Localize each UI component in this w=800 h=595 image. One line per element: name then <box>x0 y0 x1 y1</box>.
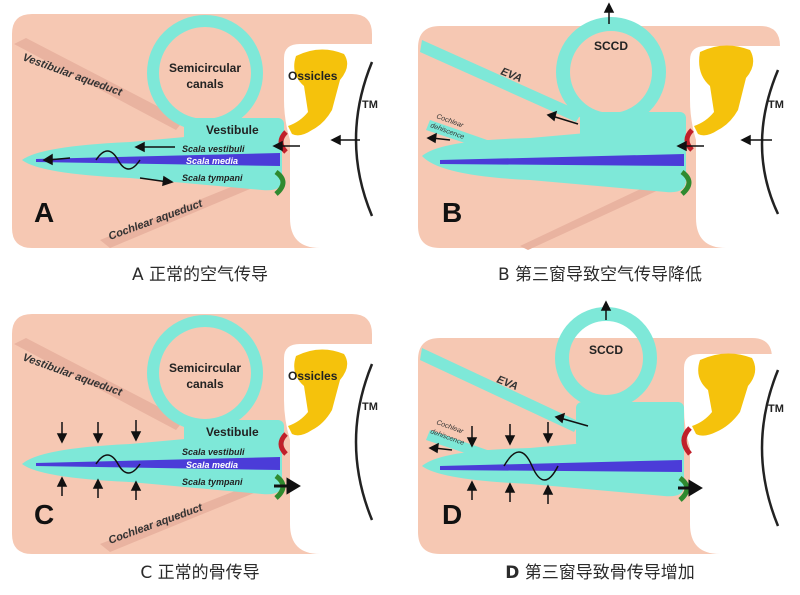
vestibule-block <box>184 420 284 448</box>
ring-label-line-1: Semicircular <box>169 361 241 375</box>
round-window <box>274 169 286 196</box>
sine-wave <box>95 150 141 170</box>
tm-label: TM <box>362 99 378 111</box>
sine-wave <box>95 454 141 474</box>
panel-caption: A 正常的空气传导 <box>0 260 400 285</box>
scala-media-band <box>36 457 280 470</box>
round-window <box>680 169 692 196</box>
ossicles-shape <box>692 353 756 436</box>
round-window-arrow <box>274 477 301 495</box>
vestibular-aqueduct-band <box>14 338 184 430</box>
panel-d: SCCD EVA Cochlear dehiscence TM D D 第三窗导… <box>400 298 800 595</box>
tm-label: TM <box>362 401 378 413</box>
caption-text: 第三窗导致空气传导降低 <box>509 265 703 285</box>
panel-a: Vestibular aqueduct Cochlear aqueduct Se… <box>0 0 400 297</box>
ossicles-label: Ossicles <box>288 69 338 83</box>
flow-arrows <box>428 300 612 454</box>
scala-media-label: Scala media <box>186 460 238 470</box>
cochlear-aqueduct-band <box>100 172 276 248</box>
caption-letter: D <box>505 563 520 583</box>
tympanic-membrane <box>760 369 780 527</box>
sccd-label: SCCD <box>594 39 628 53</box>
vestibule-label: Vestibule <box>206 425 259 439</box>
panel-d-diagram: SCCD EVA Cochlear dehiscence TM D <box>418 300 784 554</box>
scala-media-label: Scala media <box>186 156 238 166</box>
vestibule-label: Vestibule <box>206 123 259 137</box>
panel-letter: B <box>442 197 462 228</box>
scala-media-band <box>440 154 684 166</box>
panel-c-diagram: Vestibular aqueduct Cochlear aqueduct Se… <box>12 314 378 554</box>
round-window-arrow <box>678 479 703 497</box>
vestibule-block <box>576 402 684 448</box>
tympanic-membrane <box>760 69 780 215</box>
vestibule-block <box>184 118 284 146</box>
oval-window <box>684 128 694 152</box>
arrow-eva <box>559 417 589 427</box>
panel-c: Vestibular aqueduct Cochlear aqueduct Se… <box>0 298 400 595</box>
panel-letter: C <box>34 499 54 530</box>
scala-tympani-label: Scala tympani <box>182 173 243 183</box>
flow-arrows <box>42 134 360 187</box>
bone-conduction-arrows <box>466 422 554 504</box>
panel-b: SCCD EVA Cochlear dehiscence TM B B 第三窗导… <box>400 0 800 297</box>
caption-letter: C <box>140 563 153 583</box>
ossicles-shape <box>288 49 348 136</box>
ossicles-shape <box>694 45 754 136</box>
eva-band <box>420 40 582 122</box>
panel-letter: A <box>34 197 54 228</box>
sccd-label: SCCD <box>589 343 623 357</box>
scala-tympani-label: Scala tympani <box>182 477 243 487</box>
ossicles-shape <box>288 349 348 436</box>
scala-vestibuli-label: Scala vestibuli <box>182 144 245 154</box>
caption-text: 正常的骨传导 <box>152 563 260 583</box>
scala-vestibuli-label: Scala vestibuli <box>182 447 245 457</box>
ossicles-label: Ossicles <box>288 369 338 383</box>
ring-label-line-1: Semicircular <box>169 61 241 75</box>
ring-label-line-2: canals <box>186 77 224 91</box>
panel-letter: D <box>442 499 462 530</box>
tm-label: TM <box>768 403 784 415</box>
sine-wave <box>503 451 559 481</box>
middle-ear-cutout <box>684 354 772 554</box>
scala-media-band <box>36 153 280 166</box>
flow-arrows <box>426 2 772 152</box>
tm-label: TM <box>768 99 784 111</box>
oval-window <box>681 426 692 456</box>
bone-conduction-arrows <box>56 420 142 500</box>
caption-text: 正常的空气传导 <box>143 265 269 285</box>
tympanic-membrane <box>354 363 374 521</box>
cochlear-aq-band <box>520 176 676 250</box>
panel-b-diagram: SCCD EVA Cochlear dehiscence TM B <box>418 2 784 250</box>
arrow-eva <box>551 115 579 125</box>
dehiscence-channel <box>426 430 510 466</box>
panel-a-diagram: Vestibular aqueduct Cochlear aqueduct Se… <box>12 14 378 248</box>
panel-caption: D 第三窗导致骨传导增加 <box>400 558 800 583</box>
scala-media-band <box>440 460 682 472</box>
caption-text: 第三窗导致骨传导增加 <box>519 563 695 583</box>
ring-label-line-2: canals <box>186 377 224 391</box>
dehiscence-channel <box>426 120 510 156</box>
caption-letter: B <box>497 265 510 285</box>
eva-band <box>420 348 580 432</box>
panel-caption: B 第三窗导致空气传导降低 <box>400 260 800 285</box>
vestibule-block <box>580 112 686 142</box>
caption-letter: A <box>131 265 144 285</box>
vestibular-aqueduct-band <box>14 38 184 130</box>
panel-caption: C 正常的骨传导 <box>0 558 400 583</box>
oval-window <box>278 432 288 456</box>
cochlear-aqueduct-band <box>100 478 276 552</box>
